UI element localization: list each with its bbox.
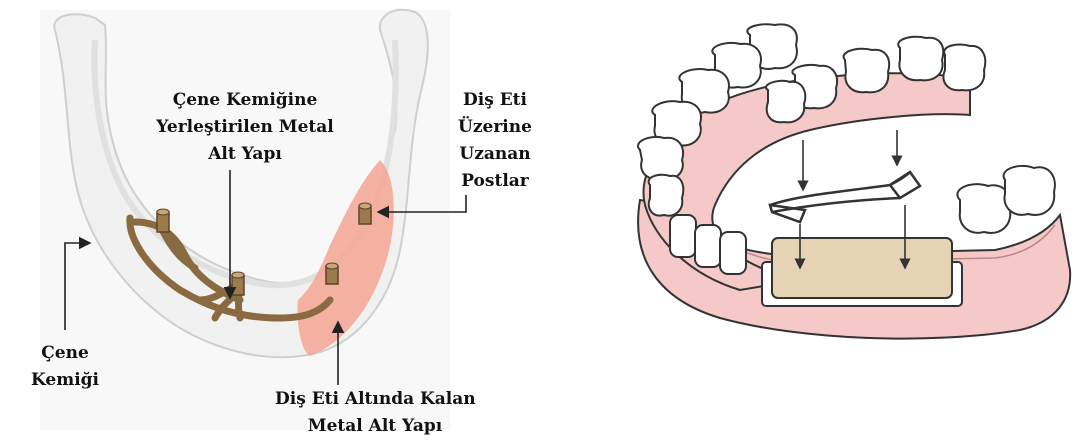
metal-bar <box>772 238 952 298</box>
label-posts: Diş Eti Üzerine Uzanan Postlar <box>455 87 535 195</box>
attachment-frame <box>770 172 920 222</box>
overdenture-bar-diagram <box>600 0 1084 446</box>
subperiosteal-implant-diagram: Çene Kemiğine Yerleştirilen Metal Alt Ya… <box>0 0 540 446</box>
label-jaw-bone: Çene Kemiği <box>30 340 100 394</box>
label-metal-frame: Çene Kemiğine Yerleştirilen Metal Alt Ya… <box>150 87 340 168</box>
label-under-gum: Diş Eti Altında Kalan Metal Alt Yapı <box>275 386 475 440</box>
denture-illustration <box>600 0 1084 446</box>
